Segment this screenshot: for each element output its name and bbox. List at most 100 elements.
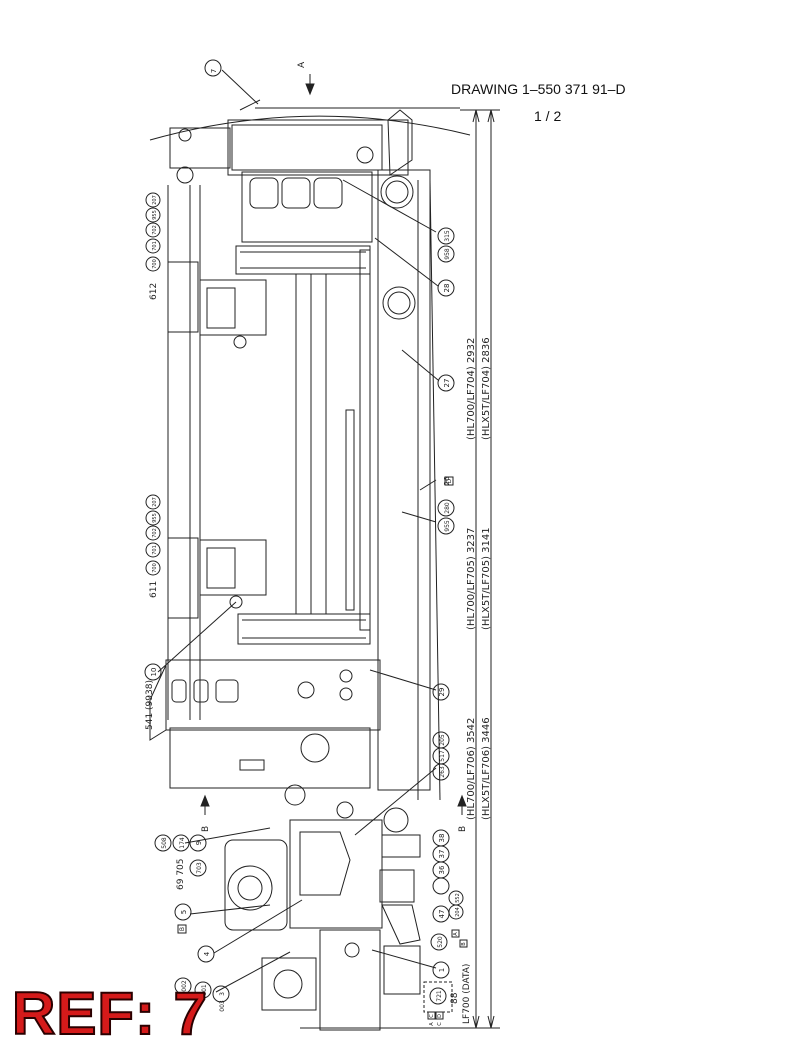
top-edge-tick (239, 99, 261, 111)
callout-circle-958 (437, 245, 455, 263)
top-arc (149, 115, 471, 141)
housing-bolt-2 (339, 687, 353, 701)
housing-bolt-1 (339, 669, 353, 683)
dimension-arrow-top-1 (472, 109, 480, 123)
head-bracket (387, 109, 413, 176)
upper-block-slot-2 (281, 177, 311, 209)
callout-204: 204 (455, 907, 461, 917)
callout-174: 174 (179, 837, 186, 849)
drawing-number: DRAWING 1–550 371 91–D (451, 81, 626, 97)
leader-26 (419, 479, 437, 491)
callout-517: 517 (439, 750, 446, 762)
view-label-b-left: B (201, 826, 211, 832)
leader-10 (157, 601, 237, 673)
upper-carriage-plate (167, 261, 199, 333)
callout-37: 37 (438, 850, 446, 859)
callout-520: 520 (437, 936, 444, 948)
roller-top (380, 175, 414, 209)
callout-circle-5 (174, 903, 192, 921)
callout-207-upper: 207 (152, 195, 158, 205)
sheet-index: 1 / 2 (534, 108, 562, 124)
tag-box-8 (177, 924, 187, 934)
leader-9 (184, 827, 271, 844)
callout-3: 3 (219, 992, 226, 996)
upper-carriage (199, 279, 267, 336)
motor-flange (227, 865, 273, 911)
callout-circle-955 (437, 517, 455, 535)
callout-circle-315 (437, 227, 455, 245)
guide-rail (377, 169, 431, 791)
dimension-label-1b: (HLX5T/LF704) 2836 (481, 337, 492, 440)
leader-4 (213, 899, 303, 954)
roller-top-inner (385, 180, 409, 204)
tag-f-letter: C (437, 1022, 443, 1026)
leader-28 (374, 237, 439, 287)
callout-circle-955a (145, 207, 161, 223)
cam-2 (336, 801, 354, 819)
callout-circle-702b (145, 525, 161, 541)
callout-circle-4 (197, 945, 215, 963)
callout-circle-29 (432, 683, 450, 701)
ref-stamp: REF: 7 (11, 980, 209, 1047)
housing-bolt-3 (297, 681, 315, 699)
drive-bolt (344, 942, 360, 958)
callout-4: 4 (203, 951, 211, 956)
tag-box-26 (444, 476, 454, 486)
leader-003 (215, 951, 291, 993)
callout-9: 9 (195, 841, 203, 845)
lower-carriage-window (206, 547, 236, 589)
callout-36: 36 (438, 865, 446, 874)
bottom-frame-cutout (299, 831, 351, 896)
tag-8-letter: B (179, 927, 186, 931)
tag-box-c (427, 1011, 436, 1020)
callout-circle-955b (145, 510, 161, 526)
leader-263 (354, 767, 437, 836)
callout-circle-701a (145, 238, 161, 254)
dimension-label-3a: (HL700/LF706) 3542 (466, 718, 477, 820)
callout-001: 001 (201, 984, 208, 996)
head-arm (169, 127, 231, 169)
callout-circle-1 (432, 961, 450, 979)
callout-703: 703 (196, 862, 203, 874)
callout-955: 955 (444, 520, 451, 532)
callout-circle-721 (429, 987, 447, 1005)
callout-circle-700a (145, 256, 161, 272)
side-label-541: 541 (9938) (145, 680, 155, 730)
tag-a-letter: A (453, 932, 459, 936)
drive-column (319, 929, 381, 1031)
dimension-label-2a: (HL700/LF705) 3237 (466, 528, 477, 630)
callout-280: 280 (444, 502, 451, 514)
drive-housing (261, 957, 317, 1011)
callout-702-upper: 702 (152, 225, 158, 235)
callout-7: 7 (210, 69, 218, 73)
callout-circle-703 (189, 859, 207, 877)
head-arm-wheel (176, 166, 194, 184)
tag-b-letter: B (461, 942, 467, 946)
dimension-arrow-bottom-2 (487, 1015, 495, 1029)
callout-29: 29 (438, 688, 446, 697)
guide-rail-edge (429, 179, 441, 801)
callout-circle-508 (154, 834, 172, 852)
tag-26-letter: D (446, 478, 453, 483)
callout-circle-280 (437, 499, 455, 517)
callout-circle-207b (145, 494, 161, 510)
leader-7 (221, 69, 259, 105)
callout-circle-001 (194, 981, 212, 999)
dimension-arrow-top-2 (487, 109, 495, 123)
side-label-lf700: LF700 (DATA) (462, 964, 472, 1024)
callout-circle-207a (145, 192, 161, 208)
callout-circle-27 (437, 374, 455, 392)
secondary-rod (345, 409, 355, 611)
leader-955 (401, 511, 437, 523)
lower-carriage (199, 539, 267, 596)
lower-gear-band (237, 613, 371, 645)
tertiary-rod (359, 249, 371, 631)
tag-box-d (435, 1011, 444, 1020)
motor-hub (237, 875, 263, 901)
callout-28: 28 (443, 284, 451, 293)
view-arrow-b-right-head (457, 794, 467, 807)
callout-circle-7 (204, 59, 222, 77)
callout-700-lower: 700 (152, 563, 158, 573)
